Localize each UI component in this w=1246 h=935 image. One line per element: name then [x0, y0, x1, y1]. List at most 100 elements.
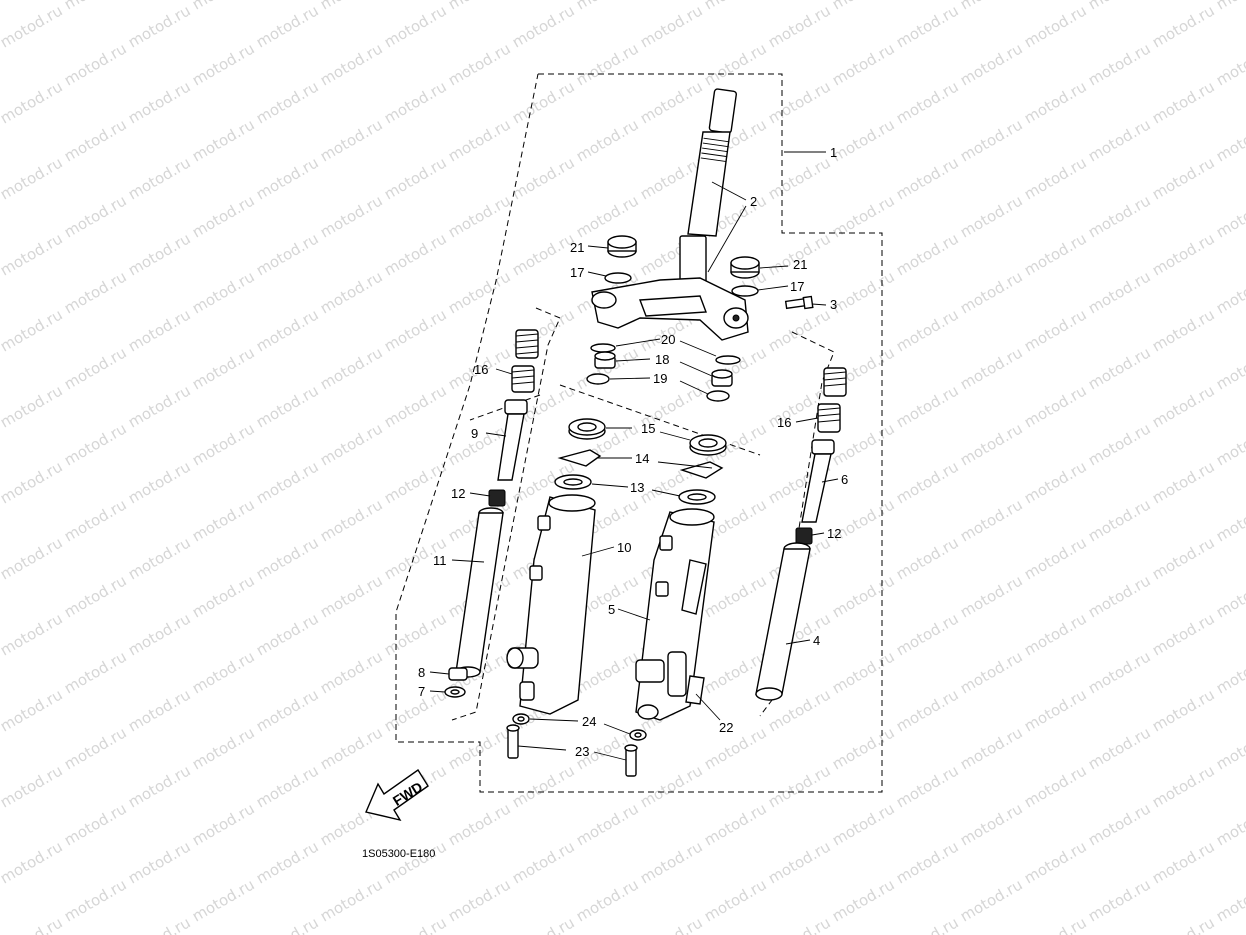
watermark-text: motod.ru: [1085, 495, 1154, 545]
watermark-text: motod.ru: [317, 723, 386, 773]
watermark-text: motod.ru: [1213, 115, 1246, 165]
watermark-text: motod.ru: [125, 761, 194, 811]
watermark-text: motod.ru: [509, 761, 578, 811]
watermark-text: motod.ru: [509, 837, 578, 887]
watermark-text: motod.ru: [509, 1, 578, 51]
watermark-text: motod.ru: [893, 837, 962, 887]
fwd-arrow: FWD: [365, 769, 429, 822]
watermark-text: motod.ru: [189, 571, 258, 621]
watermark-text: motod.ru: [189, 495, 258, 545]
watermark-text: motod.ru: [1085, 419, 1154, 469]
callout-16-right: 16: [777, 415, 791, 430]
watermark-text: motod.ru: [445, 267, 514, 317]
watermark-text: motod.ru: [1213, 191, 1246, 241]
watermark-text: motod.ru: [381, 913, 450, 935]
watermark-text: motod.ru: [829, 39, 898, 89]
watermark-text: motod.ru: [1021, 153, 1090, 203]
watermark-text: motod.ru: [61, 571, 130, 621]
watermark-text: motod.ru: [0, 419, 2, 469]
watermark-text: motod.ru: [381, 305, 450, 355]
damper-rod: [497, 399, 835, 523]
watermark-text: motod.ru: [0, 77, 66, 127]
watermark-text: motod.ru: [61, 875, 130, 925]
callout-23: 23: [575, 744, 589, 759]
watermark-text: motod.ru: [253, 533, 322, 583]
watermark-text: motod.ru: [1085, 39, 1154, 89]
watermark-text: motod.ru: [1213, 799, 1246, 849]
watermark-text: motod.ru: [0, 761, 66, 811]
watermark-text: motod.ru: [61, 419, 130, 469]
watermark-text: motod.ru: [381, 609, 450, 659]
watermark-text: motod.ru: [253, 761, 322, 811]
watermark-text: motod.ru: [125, 685, 194, 735]
callout-16-left: 16: [474, 362, 488, 377]
watermark-text: motod.ru: [125, 457, 194, 507]
circlip: [586, 272, 759, 402]
watermark-text: motod.ru: [701, 875, 770, 925]
watermark-text: motod.ru: [1085, 723, 1154, 773]
watermark-text: motod.ru: [829, 267, 898, 317]
watermark-text: motod.ru: [253, 457, 322, 507]
watermark-text: motod.ru: [957, 39, 1026, 89]
watermark-text: motod.ru: [317, 647, 386, 697]
watermark-text: motod.ru: [0, 343, 2, 393]
watermark-text: motod.ru: [1021, 229, 1090, 279]
watermark-text: motod.ru: [957, 495, 1026, 545]
watermark-text: motod.ru: [0, 457, 66, 507]
watermark-text: motod.ru: [829, 723, 898, 773]
watermark-text: motod.ru: [637, 913, 706, 935]
watermark-text: motod.ru: [0, 647, 2, 697]
watermark-text: motod.ru: [0, 115, 2, 165]
watermark-text: motod.ru: [253, 685, 322, 735]
watermark-text: motod.ru: [1085, 267, 1154, 317]
watermark-text: motod.ru: [701, 723, 770, 773]
watermark-text: motod.ru: [1213, 267, 1246, 317]
callout-9: 9: [471, 426, 478, 441]
watermark-text: motod.ru: [573, 647, 642, 697]
watermark-text: motod.ru: [1021, 837, 1090, 887]
inner-tube: [455, 507, 811, 701]
watermark-text: motod.ru: [381, 153, 450, 203]
watermark-text: motod.ru: [957, 191, 1026, 241]
watermark-text: motod.ru: [1085, 191, 1154, 241]
callout-12-left: 12: [451, 486, 465, 501]
watermark-text: motod.ru: [893, 533, 962, 583]
callout-5: 5: [608, 602, 615, 617]
watermark-text: motod.ru: [637, 837, 706, 887]
watermark-text: motod.ru: [1213, 0, 1246, 13]
watermark-text: motod.ru: [317, 39, 386, 89]
watermark-text: motod.ru: [1021, 457, 1090, 507]
watermark-text: motod.ru: [0, 609, 66, 659]
watermark-text: motod.ru: [1021, 77, 1090, 127]
watermark-text: motod.ru: [829, 571, 898, 621]
watermark-text: motod.ru: [0, 495, 2, 545]
watermark-text: motod.ru: [893, 685, 962, 735]
watermark-text: motod.ru: [957, 115, 1026, 165]
watermark-text: motod.ru: [765, 761, 834, 811]
watermark-text: motod.ru: [445, 875, 514, 925]
watermark-text: motod.ru: [125, 229, 194, 279]
watermark-text: motod.ru: [765, 837, 834, 887]
watermark-text: motod.ru: [0, 685, 66, 735]
watermark-text: motod.ru: [0, 381, 66, 431]
watermark-text: motod.ru: [893, 609, 962, 659]
fork-oil-seal: [554, 474, 716, 505]
callout-10: 10: [617, 540, 631, 555]
watermark-text: motod.ru: [573, 875, 642, 925]
watermark-text: motod.ru: [0, 229, 66, 279]
watermark-text: motod.ru: [701, 39, 770, 89]
bolt: [784, 295, 814, 310]
fork-spring: [511, 329, 847, 433]
watermark-text: motod.ru: [1149, 837, 1218, 887]
watermark-text: motod.ru: [189, 419, 258, 469]
watermark-text: motod.ru: [189, 267, 258, 317]
callout-11: 11: [433, 553, 447, 568]
callout-3: 3: [830, 297, 837, 312]
watermark-text: motod.ru: [1213, 39, 1246, 89]
watermark-text: motod.ru: [765, 305, 834, 355]
watermark-text: motod.ru: [1149, 913, 1218, 935]
watermark-text: motod.ru: [253, 305, 322, 355]
watermark-text: motod.ru: [317, 495, 386, 545]
watermark-text: motod.ru: [61, 115, 130, 165]
